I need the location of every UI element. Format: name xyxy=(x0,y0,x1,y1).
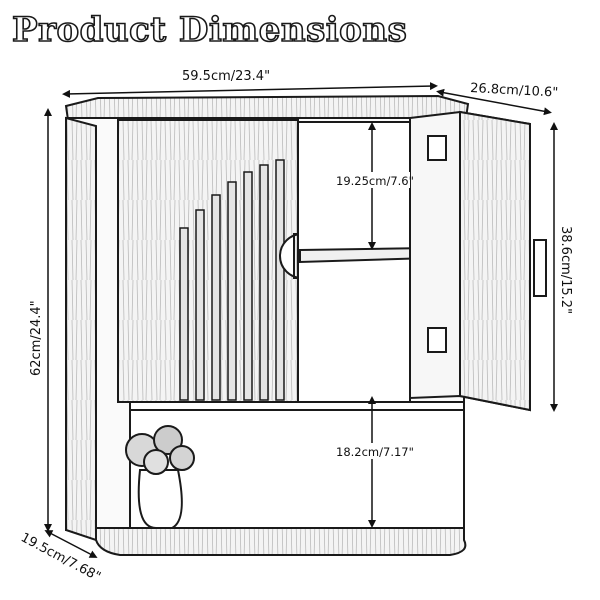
dimension-lines xyxy=(44,82,558,558)
upper-shelf-label: 19.25cm/7.6" xyxy=(336,174,414,188)
flower-vase xyxy=(125,425,195,529)
width-dimension-line xyxy=(62,82,438,98)
door-height-label: 38.6cm/15.2" xyxy=(558,226,573,314)
hinge-top xyxy=(427,135,447,161)
page-title: Product Dimensions xyxy=(11,9,408,51)
height-label: 62cm/24.4" xyxy=(29,300,44,376)
left-door xyxy=(117,119,303,403)
lower-opening-label: 18.2cm/7.17" xyxy=(336,445,414,459)
hinge-bottom xyxy=(427,327,447,353)
width-label: 59.5cm/23.4" xyxy=(182,69,270,84)
depth-top-dimension-line xyxy=(436,88,552,116)
depth-bottom-dimension-line xyxy=(44,530,98,558)
right-door-open xyxy=(409,110,547,412)
door-slats xyxy=(179,159,285,401)
right-door-handle xyxy=(533,239,547,297)
depth-top-label: 26.8cm/10.6" xyxy=(470,81,559,101)
